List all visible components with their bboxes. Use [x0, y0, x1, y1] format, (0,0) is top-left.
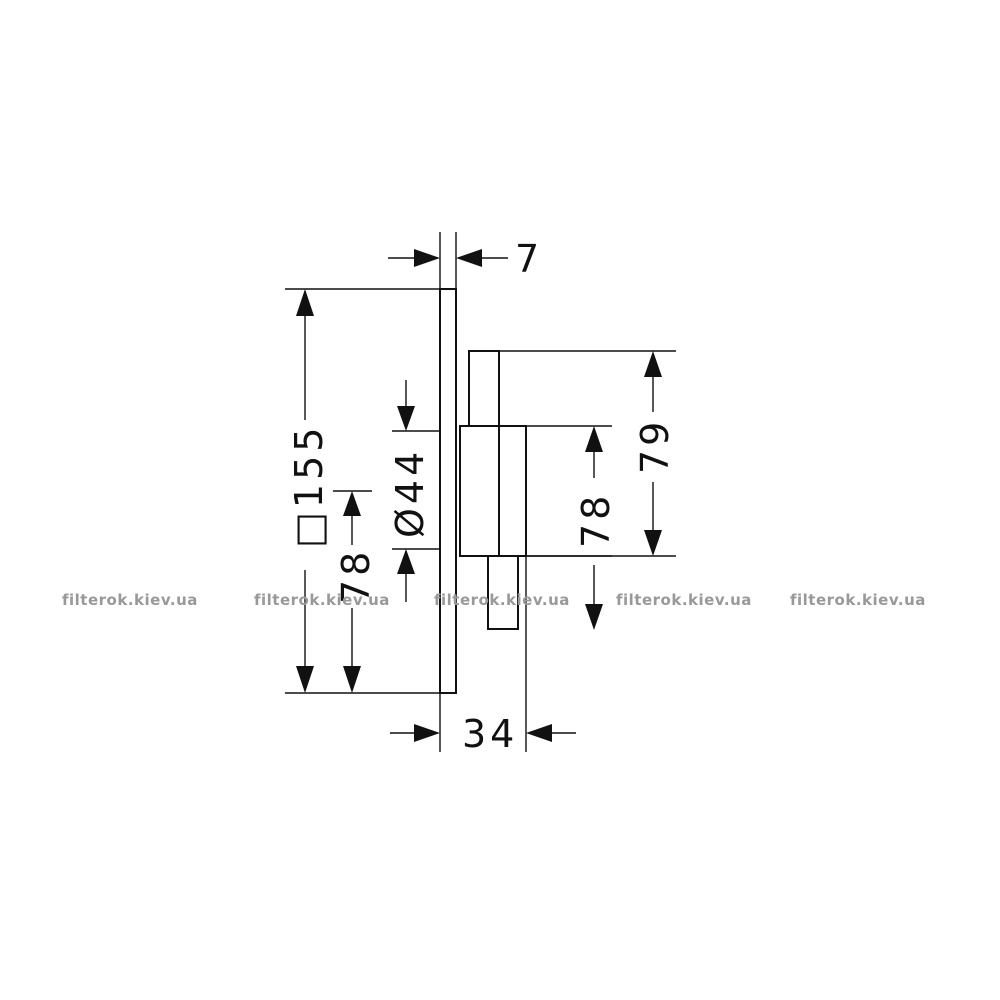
watermark-1: filterok.kiev.ua	[62, 591, 198, 609]
dim-label-34: 34	[462, 712, 518, 756]
watermark-4: filterok.kiev.ua	[616, 591, 752, 609]
valve-body	[459, 425, 527, 557]
watermark-5: filterok.kiev.ua	[790, 591, 926, 609]
dim-depth: 34	[390, 556, 576, 756]
dim-label-44: Ø44	[388, 448, 432, 538]
dim-center-height: 78	[333, 490, 378, 693]
watermark-3: filterok.kiev.ua	[434, 591, 570, 609]
dim-label-7: 7	[515, 237, 543, 281]
dim-label-155: □155	[287, 424, 331, 548]
dim-label-79: 79	[633, 418, 677, 474]
dim-label-78-left: 78	[334, 548, 378, 604]
wall-plate	[439, 288, 457, 694]
dim-plate-size: □155	[285, 288, 440, 694]
dim-diameter: Ø44	[388, 380, 440, 602]
lower-stub	[487, 555, 519, 630]
watermark-2: filterok.kiev.ua	[254, 591, 390, 609]
dim-plate-thickness: 7	[388, 232, 543, 289]
dim-label-78-right: 78	[574, 492, 618, 548]
dim-knob-height: 79	[499, 350, 677, 557]
dim-body-height: 78	[518, 425, 618, 630]
upper-knob	[468, 350, 500, 427]
